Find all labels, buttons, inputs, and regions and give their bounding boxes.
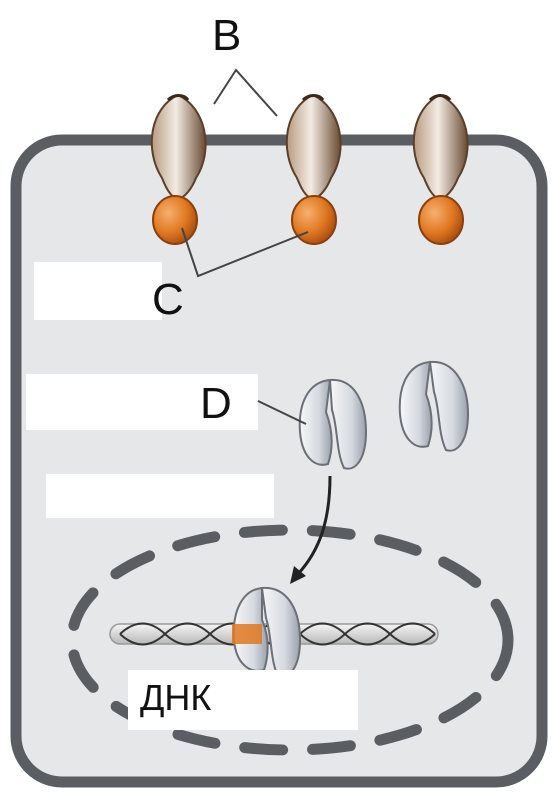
label-dna: ДНК bbox=[140, 677, 211, 718]
receptor-2 bbox=[287, 95, 341, 244]
label-d: D bbox=[200, 379, 232, 428]
receptor-1 bbox=[152, 95, 206, 244]
label-b: B bbox=[212, 11, 241, 60]
receptor-3 bbox=[414, 95, 468, 244]
factor-bound-to-dna bbox=[232, 588, 300, 677]
label-c: C bbox=[152, 275, 184, 324]
mask-3 bbox=[46, 474, 274, 518]
mask-1 bbox=[34, 262, 162, 320]
